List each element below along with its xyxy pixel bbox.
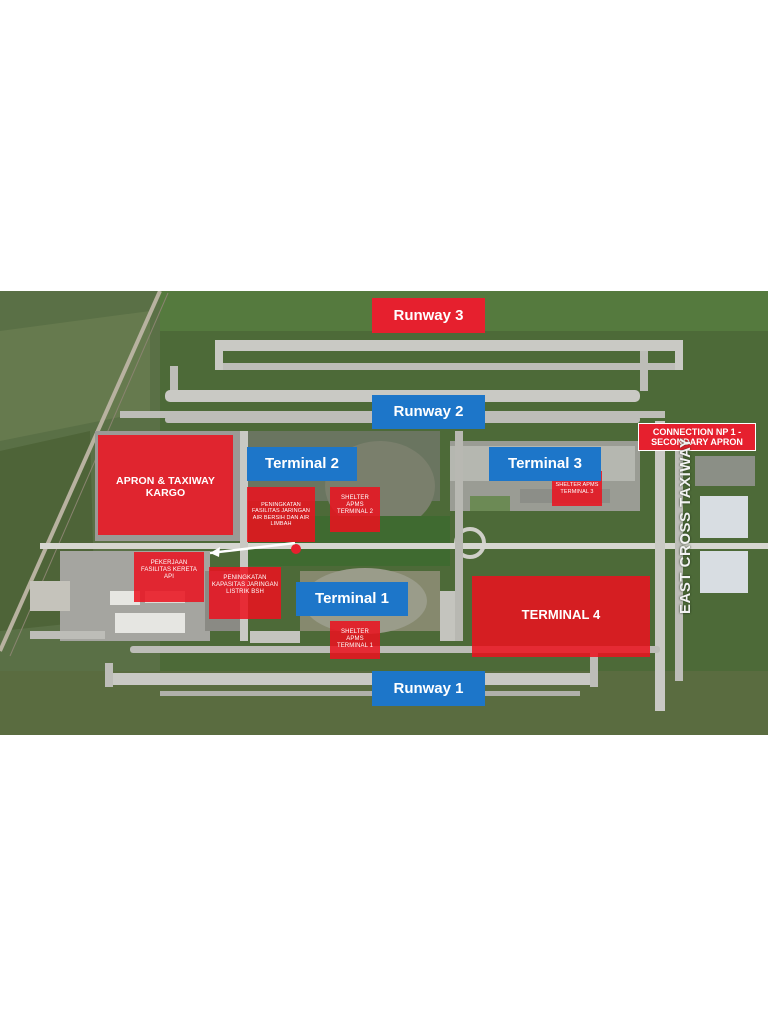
zone-terminal-4: TERMINAL 4 (472, 576, 650, 657)
label-runway-3: Runway 3 (372, 298, 485, 333)
zone-peningkatan-air: PENINGKATAN FASILITAS JARINGAN AIR BERSI… (247, 487, 315, 542)
zone-apron-taxiway-kargo: APRON & TAXIWAY KARGO (98, 435, 233, 535)
label-terminal-1: Terminal 1 (296, 582, 408, 616)
zone-peningkatan-listrik: PENINGKATAN KAPASITAS JARINGAN LISTRIK B… (209, 567, 281, 619)
label-runway-1: Runway 1 (372, 671, 485, 706)
zone-shelter-apms-1: SHELTER APMS TERMINAL 1 (330, 621, 380, 659)
zone-pekerjaan-kereta: PEKERJAAN FASILITAS KERETA API (134, 552, 204, 602)
label-connection-secondary-apron: CONNECTION NP 1 - SECONDARY APRON (638, 423, 756, 451)
label-terminal-3: Terminal 3 (489, 447, 601, 481)
label-terminal-2: Terminal 2 (247, 447, 357, 481)
label-runway-2: Runway 2 (372, 395, 485, 429)
airport-map: APRON & TAXIWAY KARGO TERMINAL 4 PENINGK… (0, 291, 768, 735)
label-east-cross-taxiway: EAST CROSS TAXIWAY (677, 437, 694, 614)
zone-shelter-apms-2: SHELTER APMS TERMINAL 2 (330, 487, 380, 532)
